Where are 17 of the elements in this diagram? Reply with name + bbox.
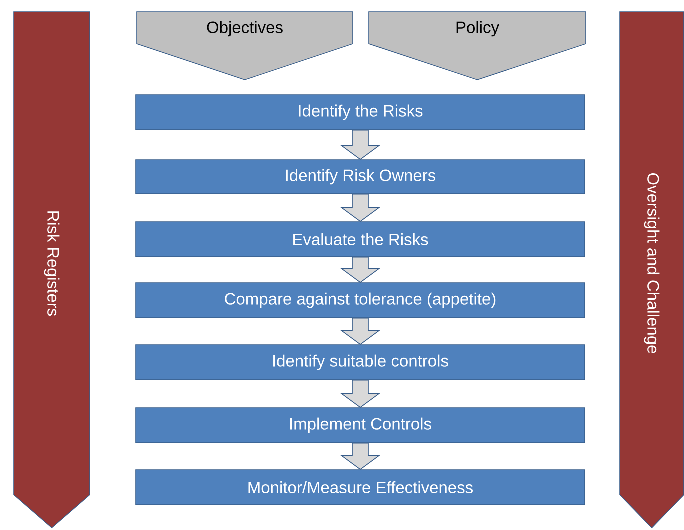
process-box: Identify suitable controls: [136, 344, 586, 380]
block-arrow: [340, 257, 381, 284]
block-arrow: [340, 443, 381, 470]
block-arrow: [340, 194, 381, 222]
process-box: Identify the Risks: [136, 94, 586, 130]
process-box: Identify Risk Owners: [136, 160, 586, 194]
heading-pentagon: Policy: [368, 12, 586, 80]
process-box: Monitor/Measure Effectiveness: [136, 470, 586, 506]
block-arrow: [340, 130, 381, 160]
process-box: Implement Controls: [136, 408, 586, 444]
block-arrow: [340, 380, 381, 408]
heading-pentagon: Objectives: [136, 12, 354, 80]
block-arrow: [340, 318, 381, 346]
process-box: Compare against tolerance (appetite): [136, 282, 586, 318]
side-band: Risk Registers: [14, 12, 90, 529]
side-band: Oversight and Challenge: [620, 12, 684, 529]
process-box: Evaluate the Risks: [136, 222, 586, 258]
